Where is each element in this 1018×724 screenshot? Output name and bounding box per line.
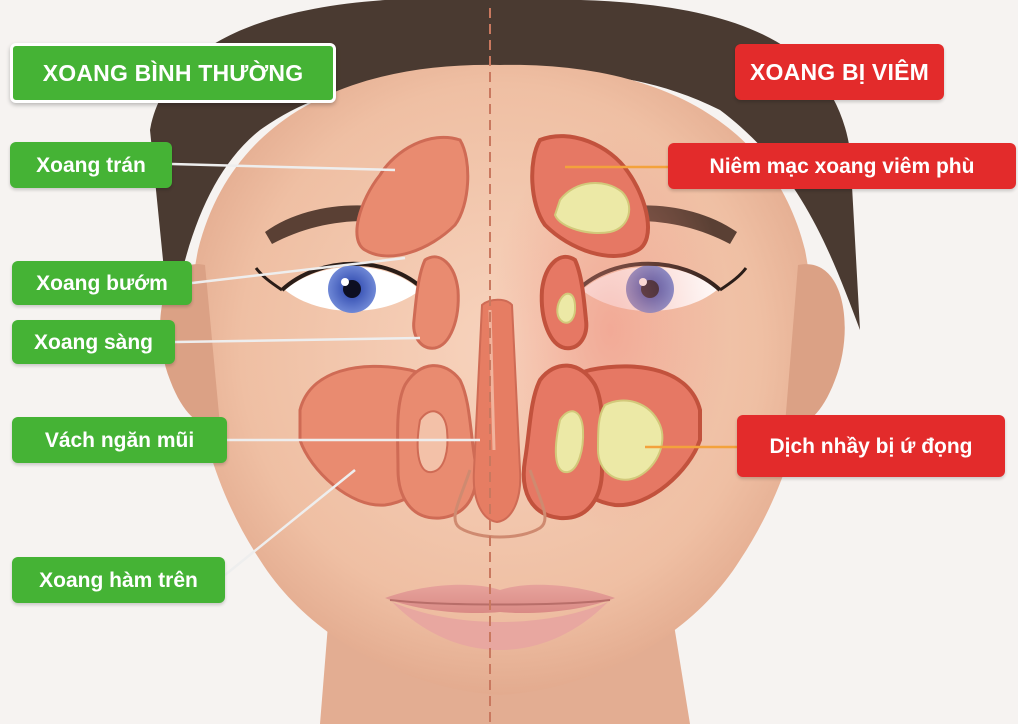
stagnant-mucus-label: Dịch nhầy bị ứ đọng [737, 415, 1005, 477]
edematous-mucosa-label: Niêm mạc xoang viêm phù [668, 143, 1016, 189]
sphenoid-sinus-label: Xoang bướm [12, 261, 192, 305]
maxillary-sinus-label: Xoang hàm trên [12, 557, 225, 603]
nasal-septum-label: Vách ngăn mũi [12, 417, 227, 463]
ethmoid-sinus-label: Xoang sàng [12, 320, 175, 364]
normal-sinus-header: XOANG BÌNH THƯỜNG [10, 43, 336, 103]
normal-ethmoid-sinus [414, 257, 459, 348]
nasal-septum [474, 300, 521, 522]
frontal-sinus-label: Xoang trán [10, 142, 172, 188]
normal-turbinates [418, 411, 448, 472]
inflamed-sinus-header: XOANG BỊ VIÊM [735, 44, 944, 100]
